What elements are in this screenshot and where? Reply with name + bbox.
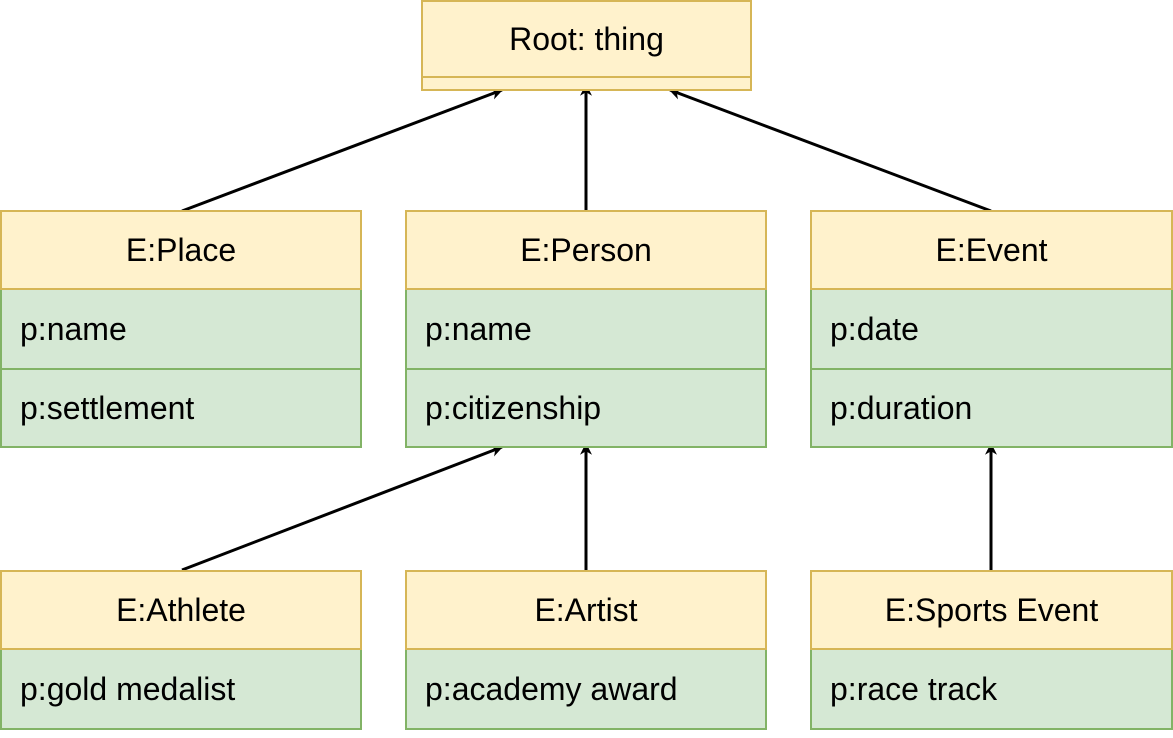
property-name: p:name [407, 290, 765, 368]
entity-event-title: E:Event [812, 212, 1171, 290]
entity-event-node[interactable]: E:Event p:date p:duration [810, 210, 1173, 448]
property-academy-award: p:academy award [407, 650, 765, 728]
edge-athlete-to-person [181, 445, 504, 572]
property-gold-medalist: p:gold medalist [2, 650, 360, 728]
property-race-track: p:race track [812, 650, 1171, 728]
entity-person-properties: p:name p:citizenship [405, 290, 767, 448]
entity-artist-title: E:Artist [407, 572, 765, 650]
entity-person-title: E:Person [407, 212, 765, 290]
property-date: p:date [812, 290, 1171, 368]
root-thing-label: Root: thing [423, 2, 750, 78]
entity-person-node[interactable]: E:Person p:name p:citizenship [405, 210, 767, 448]
entity-sports-event-properties: p:race track [810, 650, 1173, 730]
entity-event-properties: p:date p:duration [810, 290, 1173, 448]
property-settlement: p:settlement [2, 368, 360, 446]
root-thing-footer [423, 78, 750, 89]
property-name: p:name [2, 290, 360, 368]
entity-athlete-title: E:Athlete [2, 572, 360, 650]
entity-athlete-properties: p:gold medalist [0, 650, 362, 730]
property-duration: p:duration [812, 368, 1171, 446]
entity-sports-event-title: E:Sports Event [812, 572, 1171, 650]
property-citizenship: p:citizenship [407, 368, 765, 446]
entity-artist-node[interactable]: E:Artist p:academy award [405, 570, 767, 730]
entity-athlete-node[interactable]: E:Athlete p:gold medalist [0, 570, 362, 730]
edge-event-to-root [668, 88, 992, 213]
entity-sports-event-node[interactable]: E:Sports Event p:race track [810, 570, 1173, 730]
root-thing-node[interactable]: Root: thing [421, 0, 752, 91]
entity-place-node[interactable]: E:Place p:name p:settlement [0, 210, 362, 448]
entity-artist-properties: p:academy award [405, 650, 767, 730]
edge-place-to-root [181, 88, 504, 213]
entity-place-title: E:Place [2, 212, 360, 290]
entity-place-properties: p:name p:settlement [0, 290, 362, 448]
